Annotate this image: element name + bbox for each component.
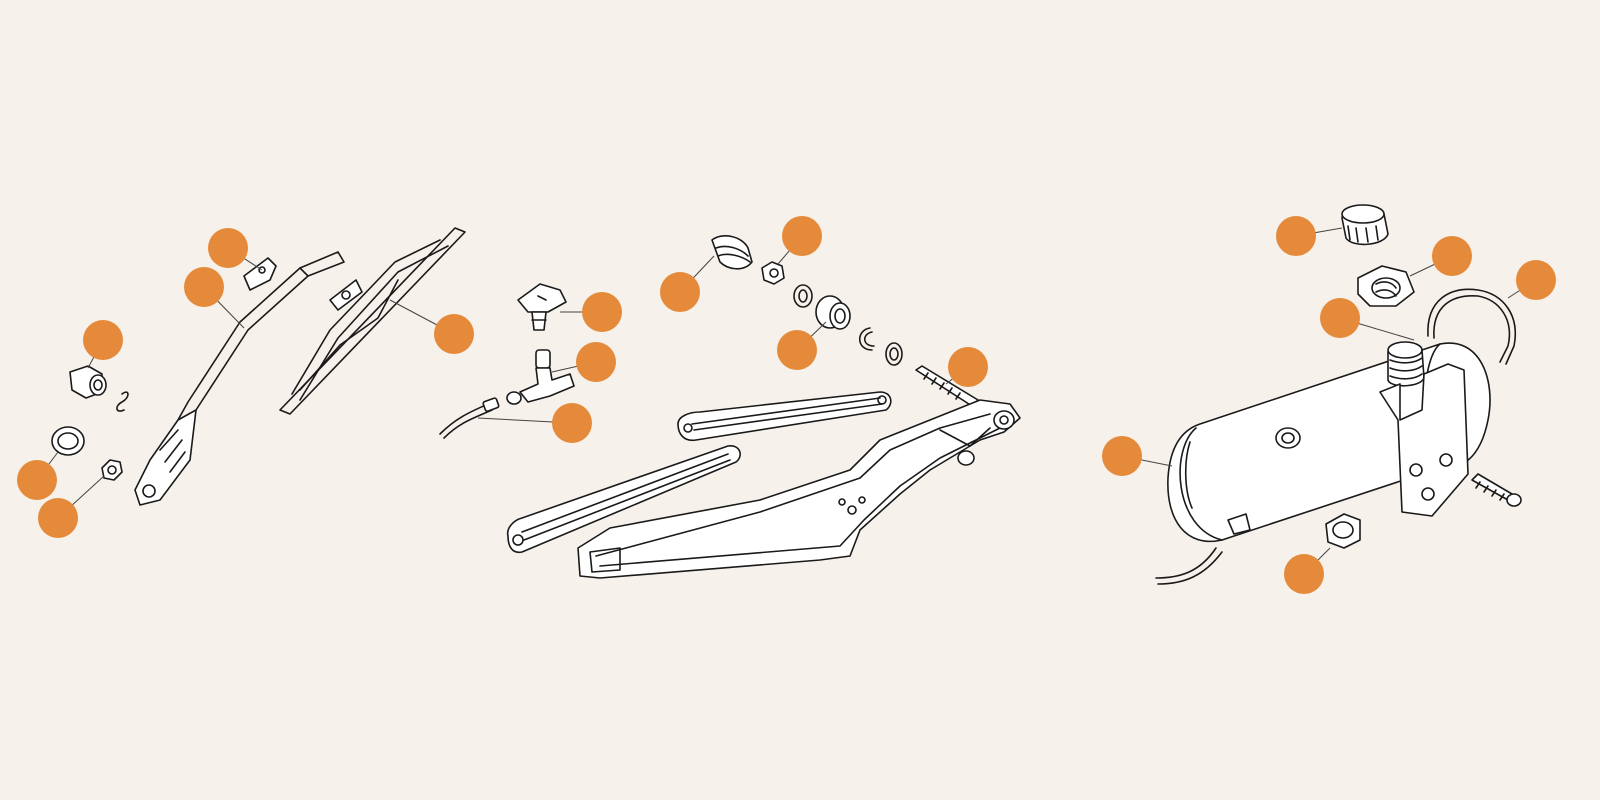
washer-ring[interactable]	[794, 285, 812, 307]
wiper-blade[interactable]	[280, 228, 465, 414]
t-connector[interactable]	[507, 350, 574, 404]
flat-washer[interactable]	[886, 343, 902, 365]
callout-marker[interactable]	[782, 216, 822, 256]
callout-marker[interactable]	[1284, 554, 1324, 594]
mounting-bracket[interactable]	[1380, 364, 1468, 516]
callout-marker[interactable]	[1276, 216, 1316, 256]
wiper-arm-and-blade-group	[17, 228, 474, 538]
callout-marker[interactable]	[17, 460, 57, 500]
circlip[interactable]	[860, 328, 874, 350]
delivery-tube[interactable]	[1428, 289, 1515, 364]
reservoir-drain-hose[interactable]	[1156, 548, 1222, 584]
callout-marker[interactable]	[1516, 260, 1556, 300]
callout-marker[interactable]	[576, 342, 616, 382]
spindle-boot[interactable]	[712, 236, 752, 269]
callout-marker[interactable]	[1432, 236, 1472, 276]
reservoir-bottle[interactable]	[1168, 343, 1490, 541]
washer-reservoir-group	[1102, 205, 1556, 594]
washer-jet-group	[440, 284, 622, 443]
callout-marker[interactable]	[660, 272, 700, 312]
callout-marker[interactable]	[38, 498, 78, 538]
reservoir-cap[interactable]	[1342, 205, 1388, 244]
callout-marker[interactable]	[1320, 298, 1360, 338]
blade-clip[interactable]	[244, 258, 276, 290]
bracket-screw[interactable]	[1472, 474, 1521, 506]
wiper-arm[interactable]	[135, 252, 344, 505]
washer-hose[interactable]	[440, 398, 499, 438]
callout-marker[interactable]	[83, 320, 123, 360]
callout-marker[interactable]	[948, 347, 988, 387]
callout-marker[interactable]	[208, 228, 248, 268]
pump-lock-ring[interactable]	[1358, 266, 1414, 306]
pump-nut[interactable]	[1326, 514, 1360, 548]
bush[interactable]	[816, 296, 850, 329]
callout-marker[interactable]	[552, 403, 592, 443]
arm-nut-cap[interactable]	[70, 366, 106, 398]
linkage-nut[interactable]	[762, 262, 784, 284]
callout-marker[interactable]	[1102, 436, 1142, 476]
wiper-linkage-group	[508, 216, 1020, 578]
spindle-grommet[interactable]	[52, 427, 84, 455]
reservoir-filler-neck[interactable]	[1388, 342, 1424, 386]
callout-marker[interactable]	[184, 267, 224, 307]
spindle-nut[interactable]	[102, 460, 122, 480]
callout-marker[interactable]	[582, 292, 622, 332]
callout-marker[interactable]	[434, 314, 474, 354]
linkage-rod-upper[interactable]	[678, 392, 891, 440]
linkage-rod-lower[interactable]	[508, 446, 740, 553]
spring-clip[interactable]	[117, 392, 128, 411]
washer-jet-nozzle[interactable]	[518, 284, 566, 330]
wiper-motor-bracket[interactable]	[578, 400, 1020, 578]
callout-marker[interactable]	[777, 330, 817, 370]
